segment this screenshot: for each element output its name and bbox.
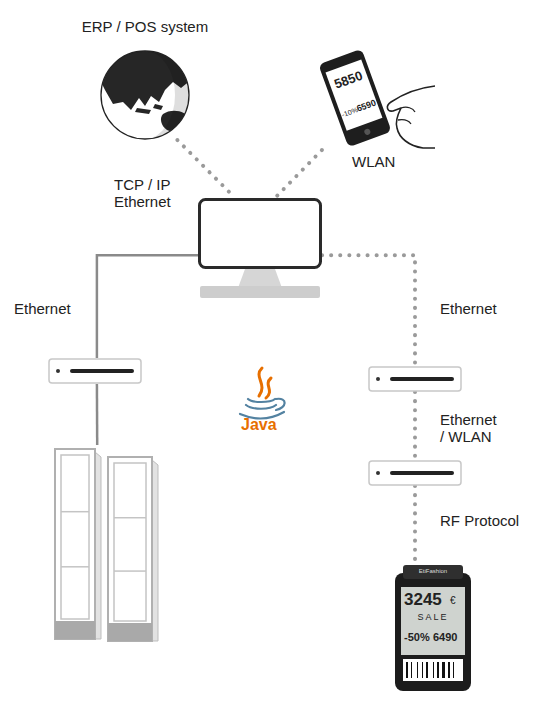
security-gates xyxy=(50,445,165,645)
node-text: 6490 xyxy=(433,631,463,644)
network-router xyxy=(368,460,462,486)
network-router xyxy=(368,366,462,392)
network-router-shape xyxy=(368,366,462,392)
java-cup xyxy=(240,399,285,419)
connection-label: WLAN xyxy=(352,153,412,170)
dotted-link xyxy=(413,486,417,565)
computer xyxy=(198,198,322,302)
node-text: 5850 xyxy=(328,67,369,94)
node-text: EtiFashion xyxy=(403,568,463,575)
globe-system-shape xyxy=(55,18,235,140)
dotted-link xyxy=(413,392,417,460)
ethernet-cable xyxy=(96,384,99,445)
ethernet-cable xyxy=(97,255,198,358)
node-text: -50% xyxy=(404,631,432,644)
node-text: 6590 xyxy=(355,97,378,114)
node-text: ERP / POS system xyxy=(55,18,235,35)
shelf-label-shape xyxy=(393,565,473,693)
dotted-link xyxy=(177,140,235,198)
connection-label: Ethernet xyxy=(14,300,94,317)
connection-label: Ethernet xyxy=(440,300,520,317)
connection-label: Ethernet / WLAN xyxy=(440,411,504,445)
shelf-label: EtiFashion 3245€ SALE -50%6490 xyxy=(393,565,473,693)
network-router-shape xyxy=(48,358,142,384)
logo-text: Java xyxy=(241,416,291,433)
java-steam xyxy=(259,368,271,398)
smartphone: 5850-10%6590 xyxy=(305,50,435,150)
network-router xyxy=(48,358,142,384)
connection-label: TCP / IP Ethernet xyxy=(114,176,186,210)
node-text: € xyxy=(450,595,462,607)
network-router-shape xyxy=(368,460,462,486)
node-text: SALE xyxy=(401,612,465,622)
security-gates-shape xyxy=(50,445,165,645)
globe-system: ERP / POS system xyxy=(55,18,235,140)
phone-screen: 5850-10%6590 xyxy=(326,60,383,131)
dotted-link xyxy=(275,150,322,198)
dotted-link xyxy=(322,255,415,366)
computer-shape xyxy=(198,198,322,302)
connection-label: RF Protocol xyxy=(440,512,540,529)
node-text: 3245 xyxy=(404,590,450,610)
